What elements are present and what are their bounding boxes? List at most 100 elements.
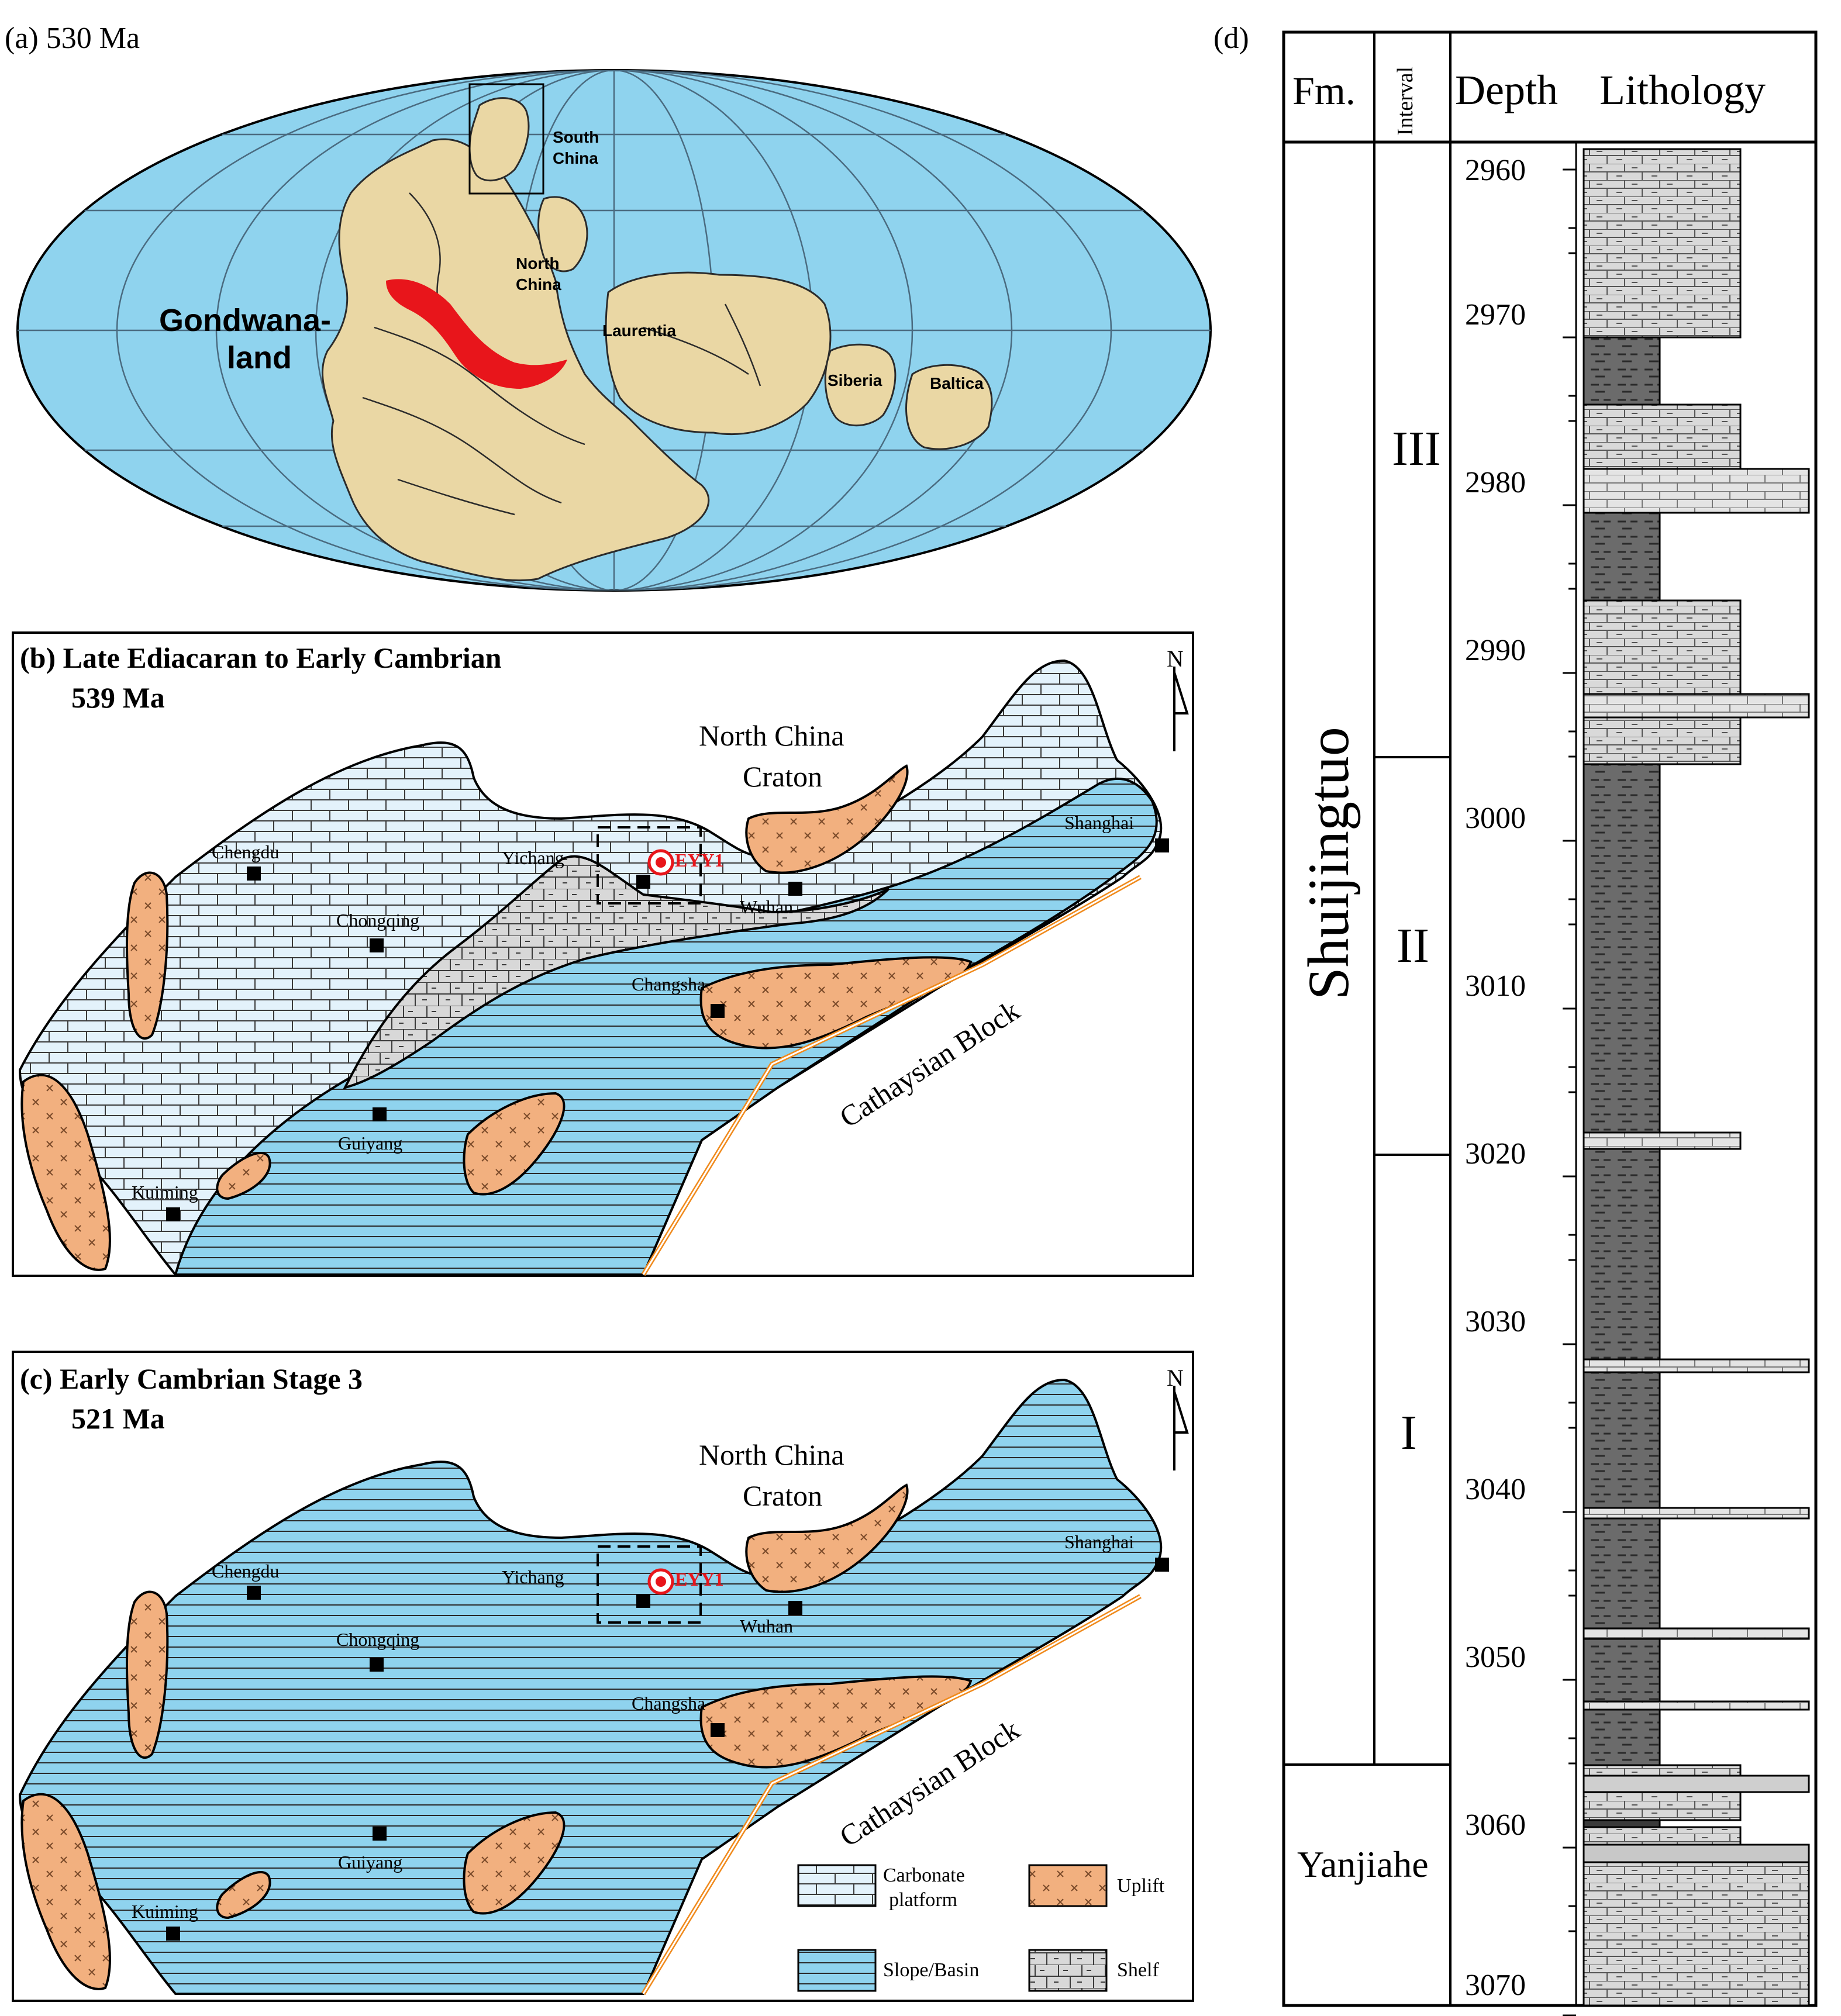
lithology-column bbox=[1583, 148, 1810, 2007]
ncc-label-b-1: North China bbox=[699, 719, 844, 752]
label-siberia: Siberia bbox=[828, 371, 882, 389]
laurentia-block bbox=[605, 271, 832, 435]
litho-bed bbox=[1583, 1507, 1810, 1520]
legend-uplift-label: Uplift bbox=[1117, 1875, 1165, 1897]
panel-c: (c) Early Cambrian Stage 3 521 Ma EYY1 N… bbox=[12, 1351, 1194, 2002]
legend: Carbonate platform Uplift Slope/Basin Sh… bbox=[797, 1864, 1165, 1992]
city-yichang-c bbox=[636, 1594, 650, 1608]
siberia-block bbox=[824, 343, 897, 427]
label-gondwana: Gondwana- bbox=[159, 303, 331, 338]
legend-uplift-swatch bbox=[1028, 1864, 1108, 1907]
panel-c-age: 521 Ma bbox=[71, 1402, 165, 1435]
litho-bed bbox=[1583, 1627, 1810, 1640]
litho-bed bbox=[1583, 693, 1810, 719]
interval-i: I bbox=[1401, 1406, 1417, 1460]
ncc-label-c-1: North China bbox=[699, 1438, 844, 1471]
label-gondwana-2: land bbox=[227, 340, 292, 375]
litho-bed bbox=[1583, 1700, 1810, 1711]
legend-shelf-label: Shelf bbox=[1117, 1959, 1159, 1981]
continents bbox=[321, 97, 993, 582]
city-wuhan-c bbox=[788, 1601, 802, 1615]
cities-c: Chengdu Chongqing Yichang Wuhan Changsha… bbox=[132, 1531, 1169, 1941]
litho-bed bbox=[1583, 1764, 1742, 1777]
city-chengdu-b bbox=[247, 867, 261, 881]
litho-bed bbox=[1583, 1371, 1661, 1509]
litho-bed bbox=[1583, 512, 1661, 602]
litho-bed bbox=[1583, 1638, 1661, 1703]
north-arrow-b: N bbox=[1167, 645, 1189, 751]
depth-labels: 2960 2970 2980 2990 3000 3010 3020 3030 … bbox=[1465, 154, 1526, 2002]
depth-2990: 2990 bbox=[1465, 634, 1526, 667]
city-shanghai-b bbox=[1155, 838, 1169, 852]
formation-shuijingtuo: Shuijingtuo bbox=[1296, 727, 1361, 1000]
city-kuiming-c-label: Kuiming bbox=[132, 1901, 198, 1922]
uplift-wuhan-c bbox=[745, 1483, 909, 1593]
uplifts-b bbox=[20, 764, 973, 1271]
city-guiyang-c-label: Guiyang bbox=[338, 1852, 402, 1873]
uplift-kunming-b bbox=[216, 1151, 271, 1200]
litho-bed bbox=[1583, 1844, 1810, 1863]
city-wuhan-b-label: Wuhan bbox=[740, 896, 793, 917]
city-changsha-c-label: Changsha bbox=[632, 1693, 705, 1714]
legend-carbonate-swatch bbox=[797, 1864, 877, 1907]
panel-a-label: (a) 530 Ma bbox=[5, 22, 140, 55]
depth-3010: 3010 bbox=[1465, 969, 1526, 1003]
cathaysian-boundary-b-inner bbox=[642, 876, 1141, 1275]
panel-a: (a) 530 Ma bbox=[5, 22, 1212, 592]
label-laurentia: Laurentia bbox=[602, 322, 676, 340]
well-marker-c: EYY1 bbox=[647, 1568, 724, 1595]
city-wuhan-b bbox=[788, 882, 802, 896]
uplift-west-c bbox=[126, 1590, 169, 1759]
panel-b-label: (b) Late Ediacaran to Early Cambrian bbox=[20, 641, 502, 674]
uplift-west-b bbox=[126, 871, 169, 1040]
uplift-wuhan-b bbox=[745, 764, 909, 874]
header-interval: Interval bbox=[1393, 67, 1418, 136]
label-north-china-2: China bbox=[516, 275, 561, 294]
south-china-box bbox=[468, 83, 544, 195]
label-south-china-2: China bbox=[553, 149, 598, 167]
gondwana-landmass bbox=[321, 138, 710, 582]
uplift-kunming-c bbox=[216, 1870, 271, 1920]
depth-3040: 3040 bbox=[1465, 1473, 1526, 1506]
well-label-b: EYY1 bbox=[675, 850, 724, 871]
panel-b-age: 539 Ma bbox=[71, 681, 165, 714]
cities-b: Chengdu Chongqing Yichang Wuhan Changsha… bbox=[132, 812, 1169, 1221]
city-shanghai-c-label: Shanghai bbox=[1064, 1531, 1134, 1552]
north-china-block bbox=[537, 196, 588, 272]
city-changsha-b bbox=[711, 1004, 725, 1018]
north-arrow-c: N bbox=[1167, 1365, 1189, 1470]
study-box-b bbox=[597, 826, 702, 905]
litho-bed bbox=[1583, 403, 1742, 470]
city-chongqing-c-label: Chongqing bbox=[336, 1629, 419, 1650]
study-box-c bbox=[597, 1545, 702, 1624]
litho-bed bbox=[1583, 336, 1661, 406]
city-kuiming-b-label: Kuiming bbox=[132, 1182, 198, 1203]
depth-3020: 3020 bbox=[1465, 1137, 1526, 1171]
label-south-china: South bbox=[553, 128, 599, 146]
city-yichang-c-label: Yichang bbox=[502, 1566, 564, 1587]
panel-c-label: (c) Early Cambrian Stage 3 bbox=[20, 1362, 363, 1395]
depth-3030: 3030 bbox=[1465, 1305, 1526, 1338]
uplift-guiyang-c bbox=[463, 1811, 566, 1915]
panel-d-label: (d) bbox=[1213, 22, 1249, 55]
litho-bed bbox=[1583, 148, 1742, 339]
formation-yanjiahe: Yanjiahe bbox=[1297, 1844, 1429, 1885]
city-chongqing-b-label: Chongqing bbox=[336, 910, 419, 931]
legend-carbonate-label-2: platform bbox=[889, 1889, 957, 1911]
litho-bed bbox=[1583, 1517, 1661, 1630]
city-shanghai-b-label: Shanghai bbox=[1064, 812, 1134, 833]
ncc-label-b-2: Craton bbox=[743, 760, 822, 793]
city-yichang-b-label: Yichang bbox=[502, 847, 564, 868]
city-chengdu-c bbox=[247, 1586, 261, 1600]
litho-bed bbox=[1583, 1819, 1661, 1828]
city-guiyang-b bbox=[373, 1107, 387, 1121]
litho-bed bbox=[1583, 1358, 1810, 1373]
litho-bed bbox=[1583, 1861, 1810, 2007]
orogen-belt bbox=[386, 279, 567, 389]
panel-d: (d) Fm. Interval Depth Lithology Shuijin… bbox=[1213, 22, 1818, 2016]
litho-bed bbox=[1583, 1826, 1742, 1846]
header-fm: Fm. bbox=[1292, 68, 1356, 113]
litho-bed bbox=[1583, 1708, 1661, 1766]
uplift-southwest-b bbox=[20, 1073, 111, 1271]
